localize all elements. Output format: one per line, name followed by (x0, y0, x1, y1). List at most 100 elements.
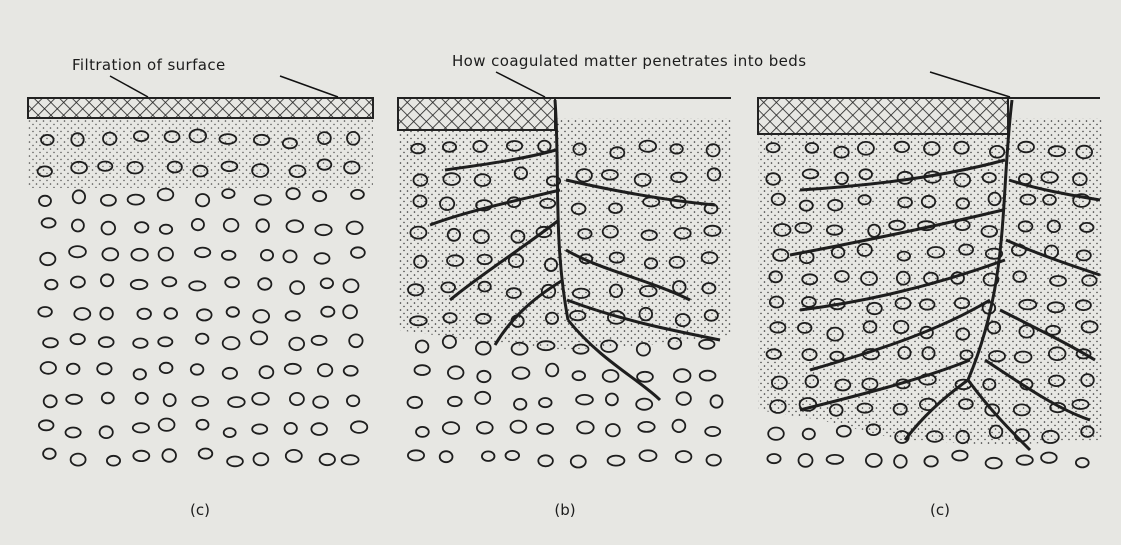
sand-grain (342, 455, 359, 464)
sand-grain (1041, 453, 1057, 463)
sand-grain (767, 454, 780, 463)
panel-caption: (c) (930, 501, 950, 519)
stippled-zone (28, 118, 373, 188)
sand-grain (344, 366, 358, 376)
sand-grain (514, 399, 526, 410)
sand-grain (837, 426, 851, 437)
sand-grain (318, 364, 332, 376)
sand-grain (286, 450, 302, 462)
sand-grain (164, 394, 176, 406)
leader-arrow (280, 76, 338, 97)
sand-grain (69, 246, 86, 257)
surface-filtration-label: Filtration of surface (72, 56, 226, 74)
sand-grain (228, 397, 245, 407)
sand-grain (191, 364, 204, 375)
sand-grain (192, 397, 208, 406)
sand-grain (39, 196, 51, 206)
sand-grain (260, 366, 274, 378)
sand-grain (199, 449, 213, 459)
sand-grain (196, 194, 209, 206)
sand-grain (440, 451, 453, 462)
sand-grain (285, 364, 301, 374)
sand-grain (321, 307, 334, 317)
surface-layer (758, 98, 1008, 134)
sand-grain (315, 253, 330, 264)
sand-grain (637, 372, 653, 382)
leader-arrow (496, 72, 545, 97)
sand-grain (252, 393, 269, 405)
panel-b: (b) (398, 98, 731, 519)
sand-grain (225, 277, 239, 287)
sand-grain (707, 455, 721, 466)
sand-grain (133, 451, 149, 461)
sand-grain (251, 331, 267, 344)
sand-grain (573, 371, 586, 380)
panel-c: (c) (758, 98, 1103, 519)
sand-grain (537, 424, 553, 434)
sand-grain (320, 454, 335, 465)
sand-grain (41, 362, 56, 374)
sand-grain (482, 451, 495, 461)
sand-grain (313, 191, 326, 201)
sand-grain (546, 364, 558, 377)
sand-grain (571, 456, 586, 468)
sand-grain (606, 394, 618, 406)
sand-grain (73, 190, 85, 203)
sand-grain (160, 363, 173, 373)
sand-grain (252, 424, 267, 433)
sand-grain (289, 338, 304, 351)
sand-grain (102, 222, 116, 235)
annotation-penetration: How coagulated matter penetrates into be… (452, 52, 1010, 97)
sand-grain (261, 250, 273, 261)
sand-grain (476, 342, 491, 355)
sand-grain (349, 334, 362, 347)
sand-grain (195, 248, 210, 258)
sand-grain (39, 420, 54, 430)
sand-grain (673, 420, 686, 432)
sand-grain (924, 456, 937, 466)
surface-layer (398, 98, 555, 130)
sand-grain (101, 195, 116, 206)
sand-grain (133, 339, 147, 348)
sand-grain (347, 222, 363, 235)
sand-grain (705, 427, 720, 436)
sand-grain (315, 225, 331, 236)
leader-arrow (110, 76, 148, 97)
sand-grain (158, 337, 172, 346)
sand-grain (638, 422, 654, 432)
sand-grain (285, 423, 297, 434)
sand-grain (606, 424, 620, 436)
annotation-surface: Filtration of surface (72, 56, 338, 97)
sand-grain (224, 219, 239, 232)
sand-grain (137, 309, 151, 319)
sand-grain (608, 456, 625, 466)
sand-grain (256, 219, 269, 232)
sand-grain (224, 428, 236, 437)
sand-grain (223, 368, 237, 379)
sand-grain (162, 277, 176, 286)
sand-grain (159, 248, 173, 261)
sand-grain (74, 308, 90, 320)
sand-grain (286, 311, 300, 320)
sand-grain (258, 278, 271, 290)
sand-grain (189, 281, 205, 290)
stippled-zone (758, 118, 1103, 445)
sand-grain (506, 451, 520, 460)
sand-grain (408, 397, 423, 408)
sand-grain (42, 218, 56, 227)
sand-grain (159, 419, 175, 431)
sand-grain (254, 453, 269, 465)
sand-grain (603, 370, 619, 382)
sand-grain (351, 421, 367, 433)
sand-grain (677, 392, 691, 405)
sand-grain (640, 450, 657, 461)
sand-grain (227, 457, 243, 467)
sand-grain (636, 399, 652, 410)
sand-grain (102, 393, 114, 404)
sand-grain (287, 220, 304, 232)
sand-grain (71, 277, 85, 288)
sand-grain (197, 420, 209, 430)
sand-grain (415, 365, 430, 375)
sand-grain (344, 279, 359, 292)
